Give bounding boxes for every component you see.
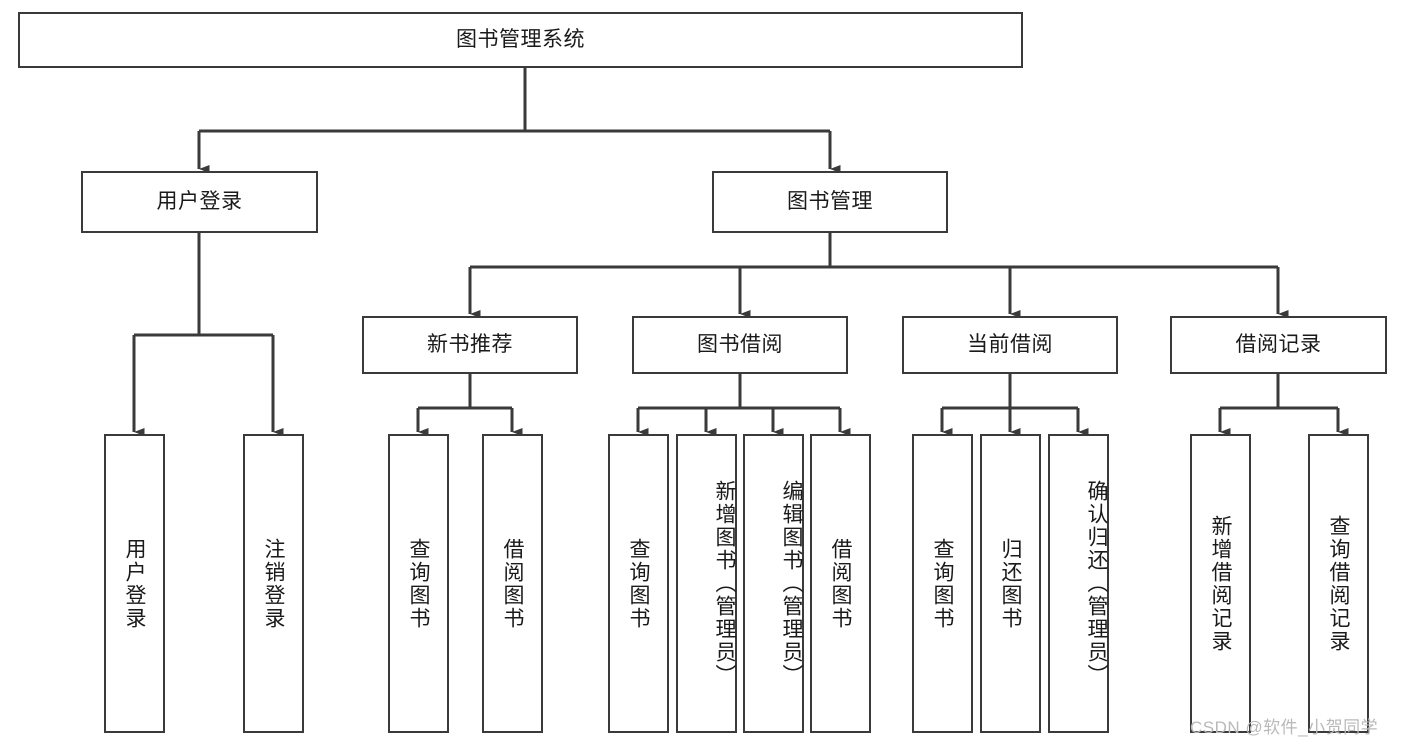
node-book-borrow[interactable]: 图书借阅 <box>632 316 848 374</box>
leaf-add-borrow-record-label: 新增借阅记录 <box>1209 514 1232 653</box>
leaf-user-login[interactable]: 用户登录 <box>104 434 165 733</box>
node-current-borrow[interactable]: 当前借阅 <box>902 316 1118 374</box>
leaf-query-book-borrow-label: 查询图书 <box>627 537 650 630</box>
leaf-query-borrow-record-label: 查询借阅记录 <box>1327 514 1350 653</box>
node-new-book-recommend[interactable]: 新书推荐 <box>362 316 578 374</box>
leaf-logout-label: 注销登录 <box>262 537 285 630</box>
node-book-management[interactable]: 图书管理 <box>712 171 948 233</box>
leaf-query-book-newbook[interactable]: 查询图书 <box>388 434 449 733</box>
leaf-query-book-borrow[interactable]: 查询图书 <box>608 434 669 733</box>
node-new-book-recommend-label: 新书推荐 <box>427 333 513 357</box>
leaf-user-login-label: 用户登录 <box>123 537 146 630</box>
node-user-login-label: 用户登录 <box>156 190 243 214</box>
leaf-add-book-admin-label: 新增图书（管理员） <box>713 480 736 687</box>
node-current-borrow-label: 当前借阅 <box>967 333 1053 357</box>
node-root[interactable]: 图书管理系统 <box>18 12 1023 68</box>
leaf-borrow-book-label: 借阅图书 <box>829 537 852 630</box>
leaf-query-book-current[interactable]: 查询图书 <box>912 434 973 733</box>
leaf-borrow-book[interactable]: 借阅图书 <box>810 434 871 733</box>
node-root-label: 图书管理系统 <box>456 28 585 52</box>
node-user-login[interactable]: 用户登录 <box>81 171 318 233</box>
leaf-return-book[interactable]: 归还图书 <box>980 434 1041 733</box>
node-book-management-label: 图书管理 <box>787 190 873 214</box>
leaf-query-book-current-label: 查询图书 <box>931 537 954 630</box>
csdn-watermark: CSDN @软件_小贺同学 <box>1190 718 1379 737</box>
leaf-edit-book-admin[interactable]: 编辑图书（管理员） <box>743 434 804 733</box>
leaf-confirm-return-admin-label: 确认归还（管理员） <box>1085 480 1108 687</box>
node-borrow-record[interactable]: 借阅记录 <box>1170 316 1387 374</box>
node-borrow-record-label: 借阅记录 <box>1235 333 1322 357</box>
leaf-return-book-label: 归还图书 <box>999 537 1022 630</box>
node-book-borrow-label: 图书借阅 <box>697 333 783 357</box>
leaf-borrow-book-newbook[interactable]: 借阅图书 <box>482 434 543 733</box>
leaf-add-borrow-record[interactable]: 新增借阅记录 <box>1190 434 1251 733</box>
leaf-confirm-return-admin[interactable]: 确认归还（管理员） <box>1048 434 1109 733</box>
leaf-logout[interactable]: 注销登录 <box>243 434 304 733</box>
leaf-edit-book-admin-label: 编辑图书（管理员） <box>780 480 803 687</box>
leaf-query-book-newbook-label: 查询图书 <box>407 537 430 630</box>
leaf-query-borrow-record[interactable]: 查询借阅记录 <box>1308 434 1369 733</box>
leaf-borrow-book-newbook-label: 借阅图书 <box>501 537 524 630</box>
leaf-add-book-admin[interactable]: 新增图书（管理员） <box>676 434 737 733</box>
